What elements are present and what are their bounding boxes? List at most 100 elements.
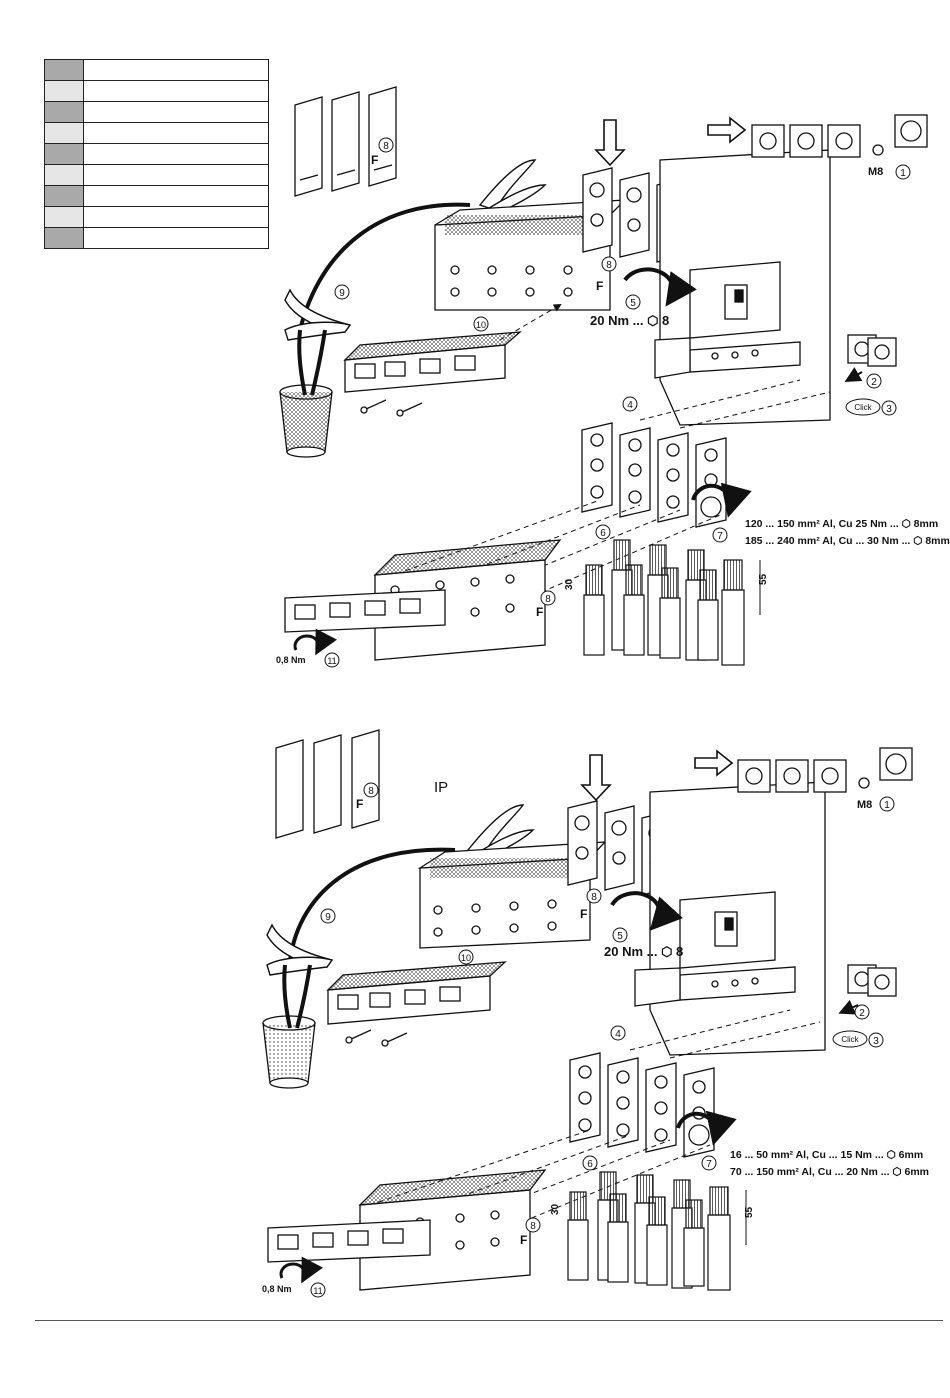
f-label: F (520, 1233, 527, 1247)
spec-line-2: 185 ... 240 mm² Al, Cu ... 30 Nm ... ⬡ 8… (745, 535, 950, 547)
cables (567, 1171, 731, 1291)
step-8c-badge: 8 F (536, 590, 556, 619)
step-3-label: 3 (886, 404, 892, 415)
nut-modules (751, 114, 928, 158)
cover-plates (294, 86, 397, 197)
step-6-badge: 6 (582, 1155, 598, 1171)
step-9-label: 9 (325, 912, 331, 923)
legend-row (44, 143, 269, 165)
step-2-badge: 2 (854, 1004, 870, 1020)
step-8-label: 8 (368, 786, 374, 797)
side-cutter-icon (266, 923, 334, 976)
step-4-label: 4 (615, 1029, 621, 1040)
spec-line-1: 16 ... 50 mm² Al, Cu ... 15 Nm ... ⬡ 6mm (730, 1149, 923, 1161)
step-8-label: 8 (591, 892, 597, 903)
screws (345, 1029, 408, 1047)
torque-main-label: 20 Nm ... ⬡ 8 (604, 944, 683, 959)
legend-swatch (44, 185, 84, 207)
dim-55-label: 55 (758, 573, 769, 585)
assembly-path (499, 303, 562, 341)
legend-row (44, 101, 269, 123)
lower-lugs (581, 422, 727, 528)
ip-label: IP (434, 779, 448, 796)
step-8c-badge: 8 F (520, 1217, 541, 1247)
down-arrow-icon (594, 119, 626, 167)
cut-cable (298, 202, 471, 331)
step-11-label: 11 (327, 656, 336, 666)
nut-modules (737, 747, 913, 793)
step-9-badge: 9 (320, 908, 336, 924)
step-1-badge: 1 (895, 164, 911, 180)
step-1-badge: 1 (879, 796, 895, 812)
right-arrow-icon (707, 116, 747, 144)
step-8-label: 8 (530, 1221, 536, 1232)
step-2-badge: 2 (866, 373, 882, 389)
scrap-cable (295, 964, 312, 1029)
step-8-badge: 8 F (356, 782, 379, 811)
m8-label: M8 (868, 166, 883, 178)
step-1-label: 1 (884, 800, 890, 811)
spec-line-1: 120 ... 150 mm² Al, Cu 25 Nm ... ⬡ 8mm (745, 518, 938, 530)
small-torque-indicator: 0,8 Nm 11 (276, 628, 340, 668)
lower-front-cover (284, 589, 446, 633)
step-9-badge: 9 (334, 284, 350, 300)
step-7-label: 7 (717, 531, 723, 542)
screws (360, 399, 423, 417)
legend-swatch (44, 59, 84, 81)
torque-small-label: 0,8 Nm (276, 655, 306, 665)
legend-row (44, 122, 269, 144)
scrap-cable (310, 329, 327, 396)
side-modules (847, 964, 897, 997)
legend-table (44, 59, 269, 249)
spec-line-2: 70 ... 150 mm² Al, Cu ... 20 Nm ... ⬡ 6m… (730, 1166, 929, 1178)
footer-divider (35, 1320, 943, 1321)
circuit-breaker (634, 781, 826, 1056)
step-10-badge: 10 (473, 316, 489, 332)
f-label: F (371, 153, 378, 167)
top-assembly: 8 F 8 F (276, 86, 950, 668)
step-10-label: 10 (476, 320, 486, 330)
torque-indicator: 5 20 Nm ... ⬡ 8 (590, 267, 697, 328)
step-5-label: 5 (617, 931, 623, 942)
click-callout: Click 3 (832, 1030, 884, 1048)
legend-row (44, 185, 269, 207)
right-arrow-icon (694, 749, 734, 777)
step-7-label: 7 (706, 1159, 712, 1170)
step-6-badge: 6 (595, 524, 611, 540)
step-4-label: 4 (627, 400, 633, 411)
click-callout: Click 3 (845, 398, 897, 416)
step-11-label: 11 (313, 1286, 322, 1296)
step-8b-badge: 8 F (596, 256, 617, 293)
step-4-badge: 4 (622, 396, 638, 412)
f-label: F (596, 279, 603, 293)
lower-shield (373, 539, 562, 661)
f-label: F (536, 605, 543, 619)
step-5-label: 5 (630, 298, 636, 309)
terminal-shield (417, 841, 607, 949)
insert-arrow (838, 999, 859, 1015)
step-8-label: 8 (383, 141, 389, 152)
down-arrow-icon (580, 754, 612, 802)
torque-indicator: 5 20 Nm ... ⬡ 8 (604, 891, 683, 959)
dim-30-label: 30 (550, 1203, 561, 1215)
terminal-shield (434, 199, 627, 311)
front-terminal-cover (326, 961, 507, 1025)
step-10-label: 10 (461, 953, 471, 963)
dim-55-label: 55 (744, 1206, 755, 1218)
m8-label: M8 (857, 799, 872, 811)
click-label: Click (854, 403, 872, 412)
lower-lugs (569, 1052, 715, 1158)
legend-text (83, 227, 269, 249)
scrap-cable (297, 329, 307, 396)
circuit-breaker (654, 149, 831, 426)
torque-main-label: 20 Nm ... ⬡ 8 (590, 313, 669, 328)
f-label: F (580, 907, 587, 921)
step-10-badge: 10 (458, 949, 474, 965)
scrap-cable (282, 964, 292, 1029)
lower-front-cover (267, 1219, 431, 1263)
bottom-assembly: 8 F IP 8 F (262, 729, 929, 1298)
step-7-badge: 7 (691, 482, 752, 543)
cover-plates (275, 729, 380, 839)
step-3-label: 3 (873, 1036, 879, 1047)
